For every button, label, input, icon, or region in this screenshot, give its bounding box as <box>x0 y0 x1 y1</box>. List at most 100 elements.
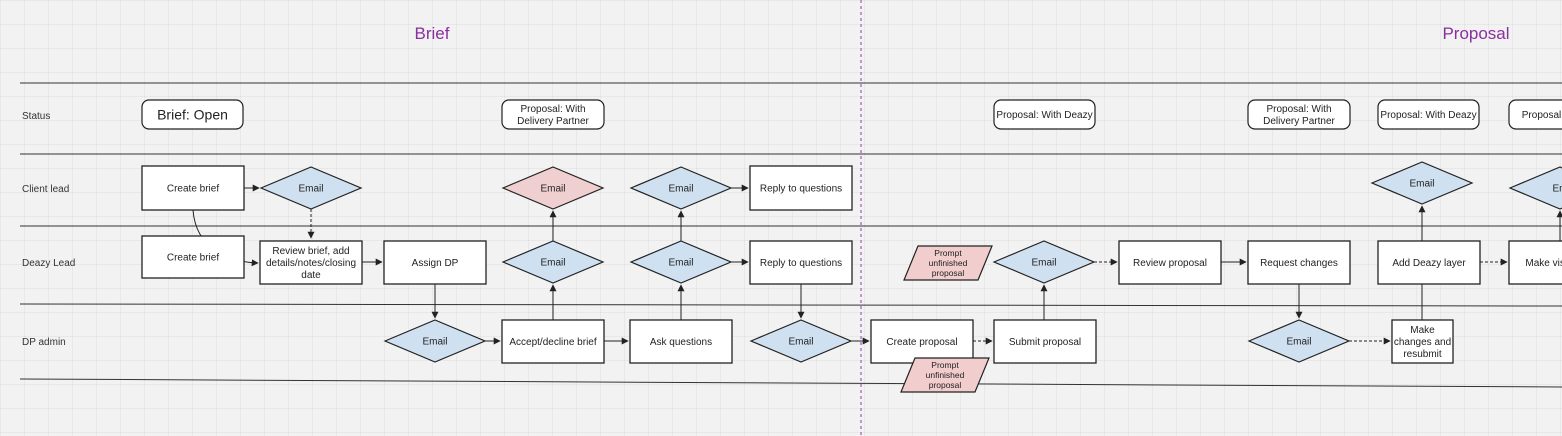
dp-email-diamond-1[interactable]: Email <box>383 319 487 363</box>
status-proposal-with-delivery-partner-2-shape <box>1247 99 1351 130</box>
dp-email-diamond-2[interactable]: Email <box>749 319 853 363</box>
dp-submit-proposal-box[interactable]: Submit proposal <box>993 319 1097 364</box>
client-email-diamond-4-label: Email <box>1409 179 1434 190</box>
phase-title-brief: Brief <box>415 24 450 43</box>
deazy-review-brief-box-shape <box>259 240 363 285</box>
status-proposal-with-deazy-2-label: Proposal: With Deazy <box>1380 110 1476 121</box>
dp-ask-questions-box[interactable]: Ask questions <box>629 319 733 364</box>
client-create-brief-box[interactable]: Create brief <box>141 165 245 211</box>
deazy-add-layer-box-label: Add Deazy layer <box>1392 258 1466 269</box>
client-create-brief-box-label: Create brief <box>167 184 219 195</box>
client-email-diamond-4[interactable]: Email <box>1370 161 1474 205</box>
dp-email-diamond-1-label: Email <box>422 337 447 348</box>
status-proposal-with-deazy-2-shape <box>1377 99 1480 130</box>
dp-accept-decline-box[interactable]: Accept/decline brief <box>501 319 605 364</box>
status-proposal-with-deazy-label: Proposal: With Deazy <box>996 110 1092 121</box>
client-email-diamond-3[interactable]: Email <box>629 166 733 210</box>
dp-submit-proposal-box-shape <box>993 319 1097 364</box>
dp-email-diamond-3-shape <box>1247 319 1351 363</box>
status-proposal-cut-shape <box>1508 99 1562 130</box>
deazy-reply-questions-box-label: Reply to questions <box>760 258 842 269</box>
client-email-diamond-4-shape <box>1370 161 1474 205</box>
client-email-diamond-cut-label: Em <box>1553 184 1562 195</box>
dp-email-diamond-3[interactable]: Email <box>1247 319 1351 363</box>
deazy-make-visible-box[interactable]: Make visib <box>1508 240 1562 285</box>
lane-divider <box>19 303 1562 307</box>
status-proposal-cut[interactable]: Proposal: W <box>1508 99 1562 130</box>
client-reply-questions-box-label: Reply to questions <box>760 184 842 195</box>
dp-email-diamond-2-shape <box>749 319 853 363</box>
lane-label-deazy-lead: Deazy Lead <box>22 258 75 269</box>
dp-accept-decline-box-label: Accept/decline brief <box>509 337 596 348</box>
client-email-diamond-cut-shape <box>1508 166 1562 210</box>
deazy-email-diamond-3-label: Email <box>1031 258 1056 269</box>
deazy-reply-questions-box-shape <box>749 240 853 285</box>
client-email-diamond-1[interactable]: Email <box>259 166 363 210</box>
deazy-email-diamond-2[interactable]: Email <box>629 240 733 284</box>
deazy-assign-dp-box-shape <box>383 240 487 285</box>
client-email-diamond-pink-shape <box>501 166 605 210</box>
deazy-add-layer-box-shape <box>1377 240 1481 285</box>
deazy-request-changes-box-label: Request changes <box>1260 258 1338 269</box>
status-proposal-with-deazy-2[interactable]: Proposal: With Deazy <box>1377 99 1480 130</box>
dp-create-proposal-box-shape <box>870 319 974 364</box>
dp-ask-questions-box-label: Ask questions <box>650 337 712 348</box>
deazy-email-diamond-1-shape <box>501 240 605 284</box>
lane-label-client-lead: Client lead <box>22 184 69 195</box>
deazy-add-layer-box[interactable]: Add Deazy layer <box>1377 240 1481 285</box>
client-reply-questions-box-shape <box>749 165 853 211</box>
client-email-diamond-pink[interactable]: Email <box>501 166 605 210</box>
status-proposal-with-delivery-partner-shape <box>501 99 605 130</box>
dp-prompt-unfinished-proposal-shape <box>900 357 990 393</box>
deazy-assign-dp-box[interactable]: Assign DP <box>383 240 487 285</box>
client-email-diamond-cut[interactable]: Em <box>1508 166 1562 210</box>
dp-create-proposal-box-label: Create proposal <box>886 337 957 348</box>
status-brief-open[interactable]: Brief: Open <box>141 99 244 130</box>
client-email-diamond-pink-label: Email <box>540 184 565 195</box>
dp-make-changes-box-shape <box>1391 319 1454 364</box>
client-reply-questions-box[interactable]: Reply to questions <box>749 165 853 211</box>
deazy-assign-dp-box-label: Assign DP <box>412 258 459 269</box>
deazy-make-visible-box-label: Make visib <box>1525 258 1562 269</box>
deazy-email-diamond-1-label: Email <box>540 258 565 269</box>
dp-email-diamond-1-shape <box>383 319 487 363</box>
dp-ask-questions-box-shape <box>629 319 733 364</box>
dp-email-diamond-2-label: Email <box>788 337 813 348</box>
dp-submit-proposal-box-label: Submit proposal <box>1009 337 1081 348</box>
deazy-email-diamond-2-shape <box>629 240 733 284</box>
client-email-diamond-1-shape <box>259 166 363 210</box>
deazy-create-brief-box-label: Create brief <box>167 253 219 264</box>
deazy-review-proposal-box[interactable]: Review proposal <box>1118 240 1222 285</box>
deazy-email-diamond-1[interactable]: Email <box>501 240 605 284</box>
deazy-email-diamond-2-label: Email <box>668 258 693 269</box>
deazy-email-diamond-3[interactable]: Email <box>992 240 1096 284</box>
deazy-prompt-unfinished-proposal-shape <box>903 245 993 281</box>
lane-label-dp-admin: DP admin <box>22 337 66 348</box>
status-proposal-with-deazy[interactable]: Proposal: With Deazy <box>993 99 1096 130</box>
deazy-make-visible-box-shape <box>1508 240 1562 285</box>
deazy-review-proposal-box-shape <box>1118 240 1222 285</box>
client-email-diamond-3-label: Email <box>668 184 693 195</box>
deazy-request-changes-box[interactable]: Request changes <box>1247 240 1351 285</box>
dp-create-proposal-box[interactable]: Create proposal <box>870 319 974 364</box>
client-email-diamond-1-label: Email <box>298 184 323 195</box>
dp-accept-decline-box-shape <box>501 319 605 364</box>
phase-title-proposal: Proposal <box>1442 24 1509 43</box>
deazy-create-brief-box[interactable]: Create brief <box>141 235 245 279</box>
deazy-reply-questions-box[interactable]: Reply to questions <box>749 240 853 285</box>
deazy-request-changes-box-shape <box>1247 240 1351 285</box>
client-create-brief-box-shape <box>141 165 245 211</box>
